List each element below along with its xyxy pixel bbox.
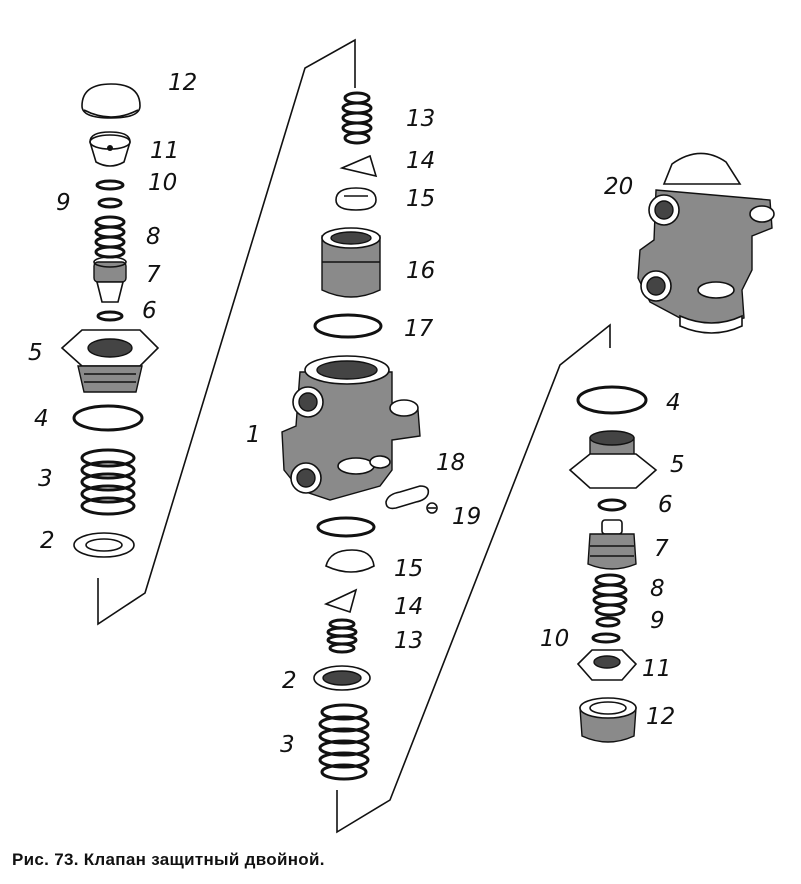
callout-right-4: 4: [666, 390, 681, 416]
part-20-assembled-valve: [637, 152, 775, 334]
callout-center-3: 3: [280, 732, 295, 758]
callout-center-17: 17: [404, 316, 434, 342]
callout-left-7: 7: [146, 262, 161, 288]
callout-right-12: 12: [646, 704, 675, 730]
part-3-spring: [80, 448, 136, 516]
part-7-valve: [93, 256, 127, 303]
part-12-cap: [81, 83, 141, 119]
right-stack: [568, 152, 775, 743]
part-8-spring: [94, 215, 126, 259]
callouts-right: 20 4 5 6 7 8 9 10 11 12: [540, 174, 685, 730]
callout-left-3: 3: [38, 466, 53, 492]
figure-caption: Рис. 73. Клапан защитный двойной.: [12, 850, 325, 869]
callout-center-13-top: 13: [406, 106, 435, 132]
callout-center-14-lower: 14: [394, 594, 423, 620]
callouts-left: 12 11 10 9 8 7 6 5 4 3 2: [28, 70, 197, 554]
callout-center-15-top: 15: [406, 186, 435, 212]
callout-right-5: 5: [670, 452, 685, 478]
part-10-ring: [95, 179, 125, 191]
part-15-disc-top: [335, 187, 377, 211]
part-6-ring: [96, 310, 124, 322]
part-9-ring-right: [595, 616, 621, 628]
callout-left-8: 8: [146, 224, 161, 250]
part-13-spring-top: [341, 91, 373, 145]
callout-left-6: 6: [142, 298, 157, 324]
part-4-o-ring-right: [576, 385, 648, 415]
part-6-ring-right: [597, 498, 627, 512]
part-1-body: [281, 355, 421, 501]
part-16-sleeve: [321, 227, 381, 298]
center-stack: [281, 91, 438, 781]
part-5-hex-nut-right: [568, 430, 658, 489]
callout-center-16: 16: [406, 258, 435, 284]
callout-right-11: 11: [642, 656, 671, 682]
part-11-hex-right: [576, 649, 638, 681]
left-stack: [60, 83, 160, 558]
part-14-triangle-top: [339, 154, 378, 178]
part-7-valve-right: [587, 519, 637, 570]
callout-left-10: 10: [148, 170, 177, 196]
callout-center-18: 18: [436, 450, 465, 476]
part-5-hex-nut: [60, 329, 160, 393]
part-17-gasket: [313, 313, 383, 339]
part-2-washer: [73, 532, 135, 558]
part-14-triangle-lower: [323, 588, 358, 614]
callout-center-2: 2: [282, 668, 297, 694]
part-2-washer-center: [313, 665, 371, 691]
part-11-plug: [89, 131, 131, 167]
part-19-screw: [426, 502, 438, 514]
callouts-center: 13 14 15 16 17 1 18 19 15 14 13 2 3: [246, 106, 481, 758]
part-17-ring-lower: [316, 516, 376, 538]
callout-right-8: 8: [650, 576, 665, 602]
part-18-pin: [385, 485, 430, 510]
callout-center-15-lower: 15: [394, 556, 423, 582]
part-3-spring-center: [318, 703, 370, 781]
part-15-disc-lower: [325, 549, 375, 573]
callout-left-9: 9: [56, 190, 71, 216]
callout-left-2: 2: [40, 528, 55, 554]
callout-left-4: 4: [34, 406, 49, 432]
part-4-o-ring: [72, 404, 144, 432]
callout-right-9: 9: [650, 608, 665, 634]
part-9-ring: [97, 197, 123, 209]
assembly-path-lines: [97, 38, 611, 834]
part-10-ring-right: [591, 632, 621, 644]
part-8-spring-right: [592, 573, 628, 617]
callout-left-5: 5: [28, 340, 43, 366]
callout-center-19: 19: [452, 504, 481, 530]
callout-left-12: 12: [168, 70, 197, 96]
callout-left-11: 11: [150, 138, 179, 164]
callout-right-10: 10: [540, 626, 569, 652]
part-12-cap-right: [579, 697, 637, 743]
callout-center-14-top: 14: [406, 148, 435, 174]
part-13-spring-lower: [326, 618, 358, 654]
callout-right-6: 6: [658, 492, 673, 518]
callout-center-1: 1: [246, 422, 261, 448]
callout-right-7: 7: [654, 536, 669, 562]
callout-center-13-lower: 13: [394, 628, 423, 654]
callout-right-20: 20: [604, 174, 633, 200]
